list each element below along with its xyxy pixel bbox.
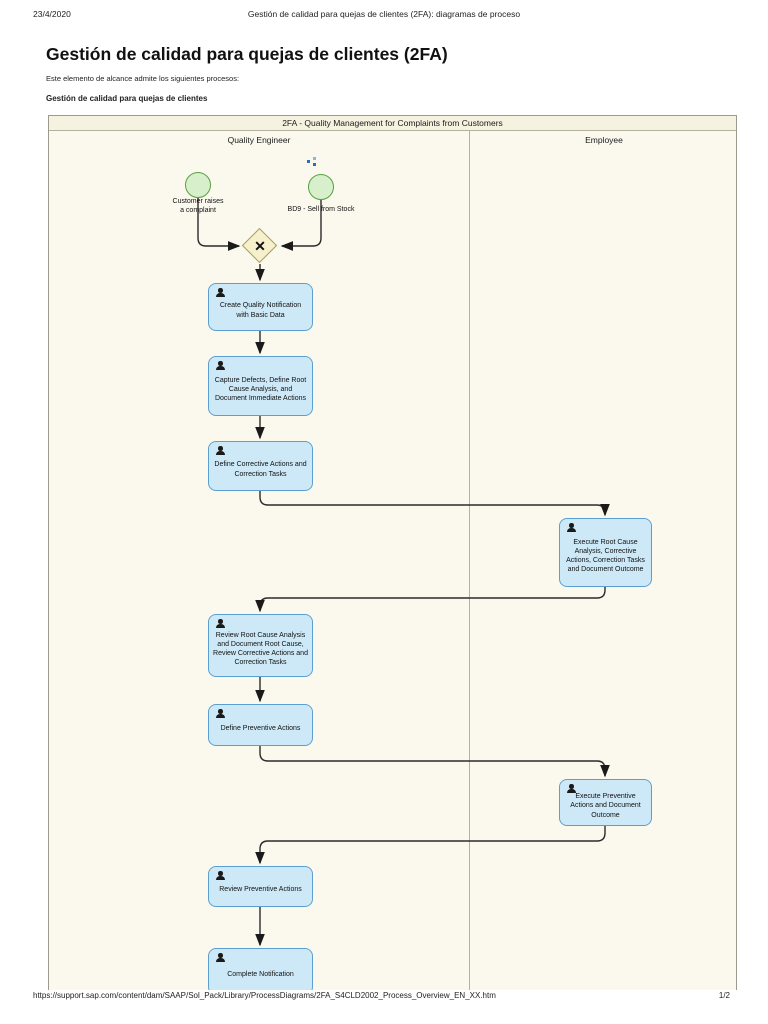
print-doc-title: Gestión de calidad para quejas de client… (247, 9, 521, 19)
print-page-number: 1/2 (718, 991, 730, 1000)
lane-divider (469, 131, 470, 990)
person-icon (215, 871, 225, 880)
task-define-preventive-actions: Define Preventive Actions (208, 704, 313, 746)
task-create-quality-notification: Create Quality Notification with Basic D… (208, 283, 313, 331)
start-event-bd9-sell-from-stock (308, 174, 334, 200)
task-label: Create Quality Notification with Basic D… (219, 302, 302, 319)
lane-label-quality-engineer: Quality Engineer (227, 135, 291, 145)
print-date: 23/4/2020 (33, 9, 71, 19)
task-label: Capture Defects, Define Root Cause Analy… (214, 376, 307, 403)
lane-label-employee: Employee (585, 135, 623, 145)
person-icon (215, 361, 225, 370)
person-icon (215, 288, 225, 297)
person-icon (215, 953, 225, 962)
task-label: Complete Notification (227, 971, 294, 979)
task-complete-notification: Complete Notification (208, 948, 313, 990)
task-label: Review Root Cause Analysis and Document … (213, 631, 308, 667)
start-event-label: BD9 - Sell from Stock (287, 206, 355, 213)
intro-text: Este elemento de alcance admite los sigu… (46, 74, 240, 83)
pool-title: 2FA - Quality Management for Complaints … (49, 116, 736, 131)
task-label: Execute Preventive Actions and Document … (570, 793, 641, 819)
task-review-preventive-actions: Review Preventive Actions (208, 866, 313, 907)
task-label: Define Corrective Actions and Correction… (214, 461, 307, 478)
task-label: Review Preventive Actions (219, 886, 302, 894)
task-define-corrective-actions: Define Corrective Actions and Correction… (208, 441, 313, 491)
task-label: Execute Root Cause Analysis, Corrective … (566, 538, 645, 574)
start-event-customer-complaint (185, 172, 211, 198)
task-review-root-cause-analysis: Review Root Cause Analysis and Document … (208, 614, 313, 677)
person-icon (566, 523, 576, 532)
task-capture-defects: Capture Defects, Define Root Cause Analy… (208, 356, 313, 416)
task-execute-preventive-actions: Execute Preventive Actions and Document … (559, 779, 652, 826)
task-label: Define Preventive Actions (220, 724, 301, 732)
process-heading: Gestión de calidad para quejas de client… (46, 94, 208, 103)
exclusive-gateway: ✕ (241, 227, 278, 264)
start-event-label: Customer raises a complaint (172, 198, 224, 214)
person-icon (215, 446, 225, 455)
process-reference-icon (307, 157, 318, 166)
page-title: Gestión de calidad para quejas de client… (46, 44, 448, 64)
person-icon (566, 784, 576, 793)
print-source-url: https://support.sap.com/content/dam/SAAP… (33, 991, 496, 1000)
print-header: 23/4/2020 Gestión de calidad para quejas… (0, 9, 768, 23)
gateway-x-icon: ✕ (254, 237, 266, 254)
task-execute-root-cause-analysis: Execute Root Cause Analysis, Corrective … (559, 518, 652, 587)
person-icon (215, 619, 225, 628)
person-icon (215, 709, 225, 718)
bpmn-diagram-pool: 2FA - Quality Management for Complaints … (48, 115, 737, 990)
